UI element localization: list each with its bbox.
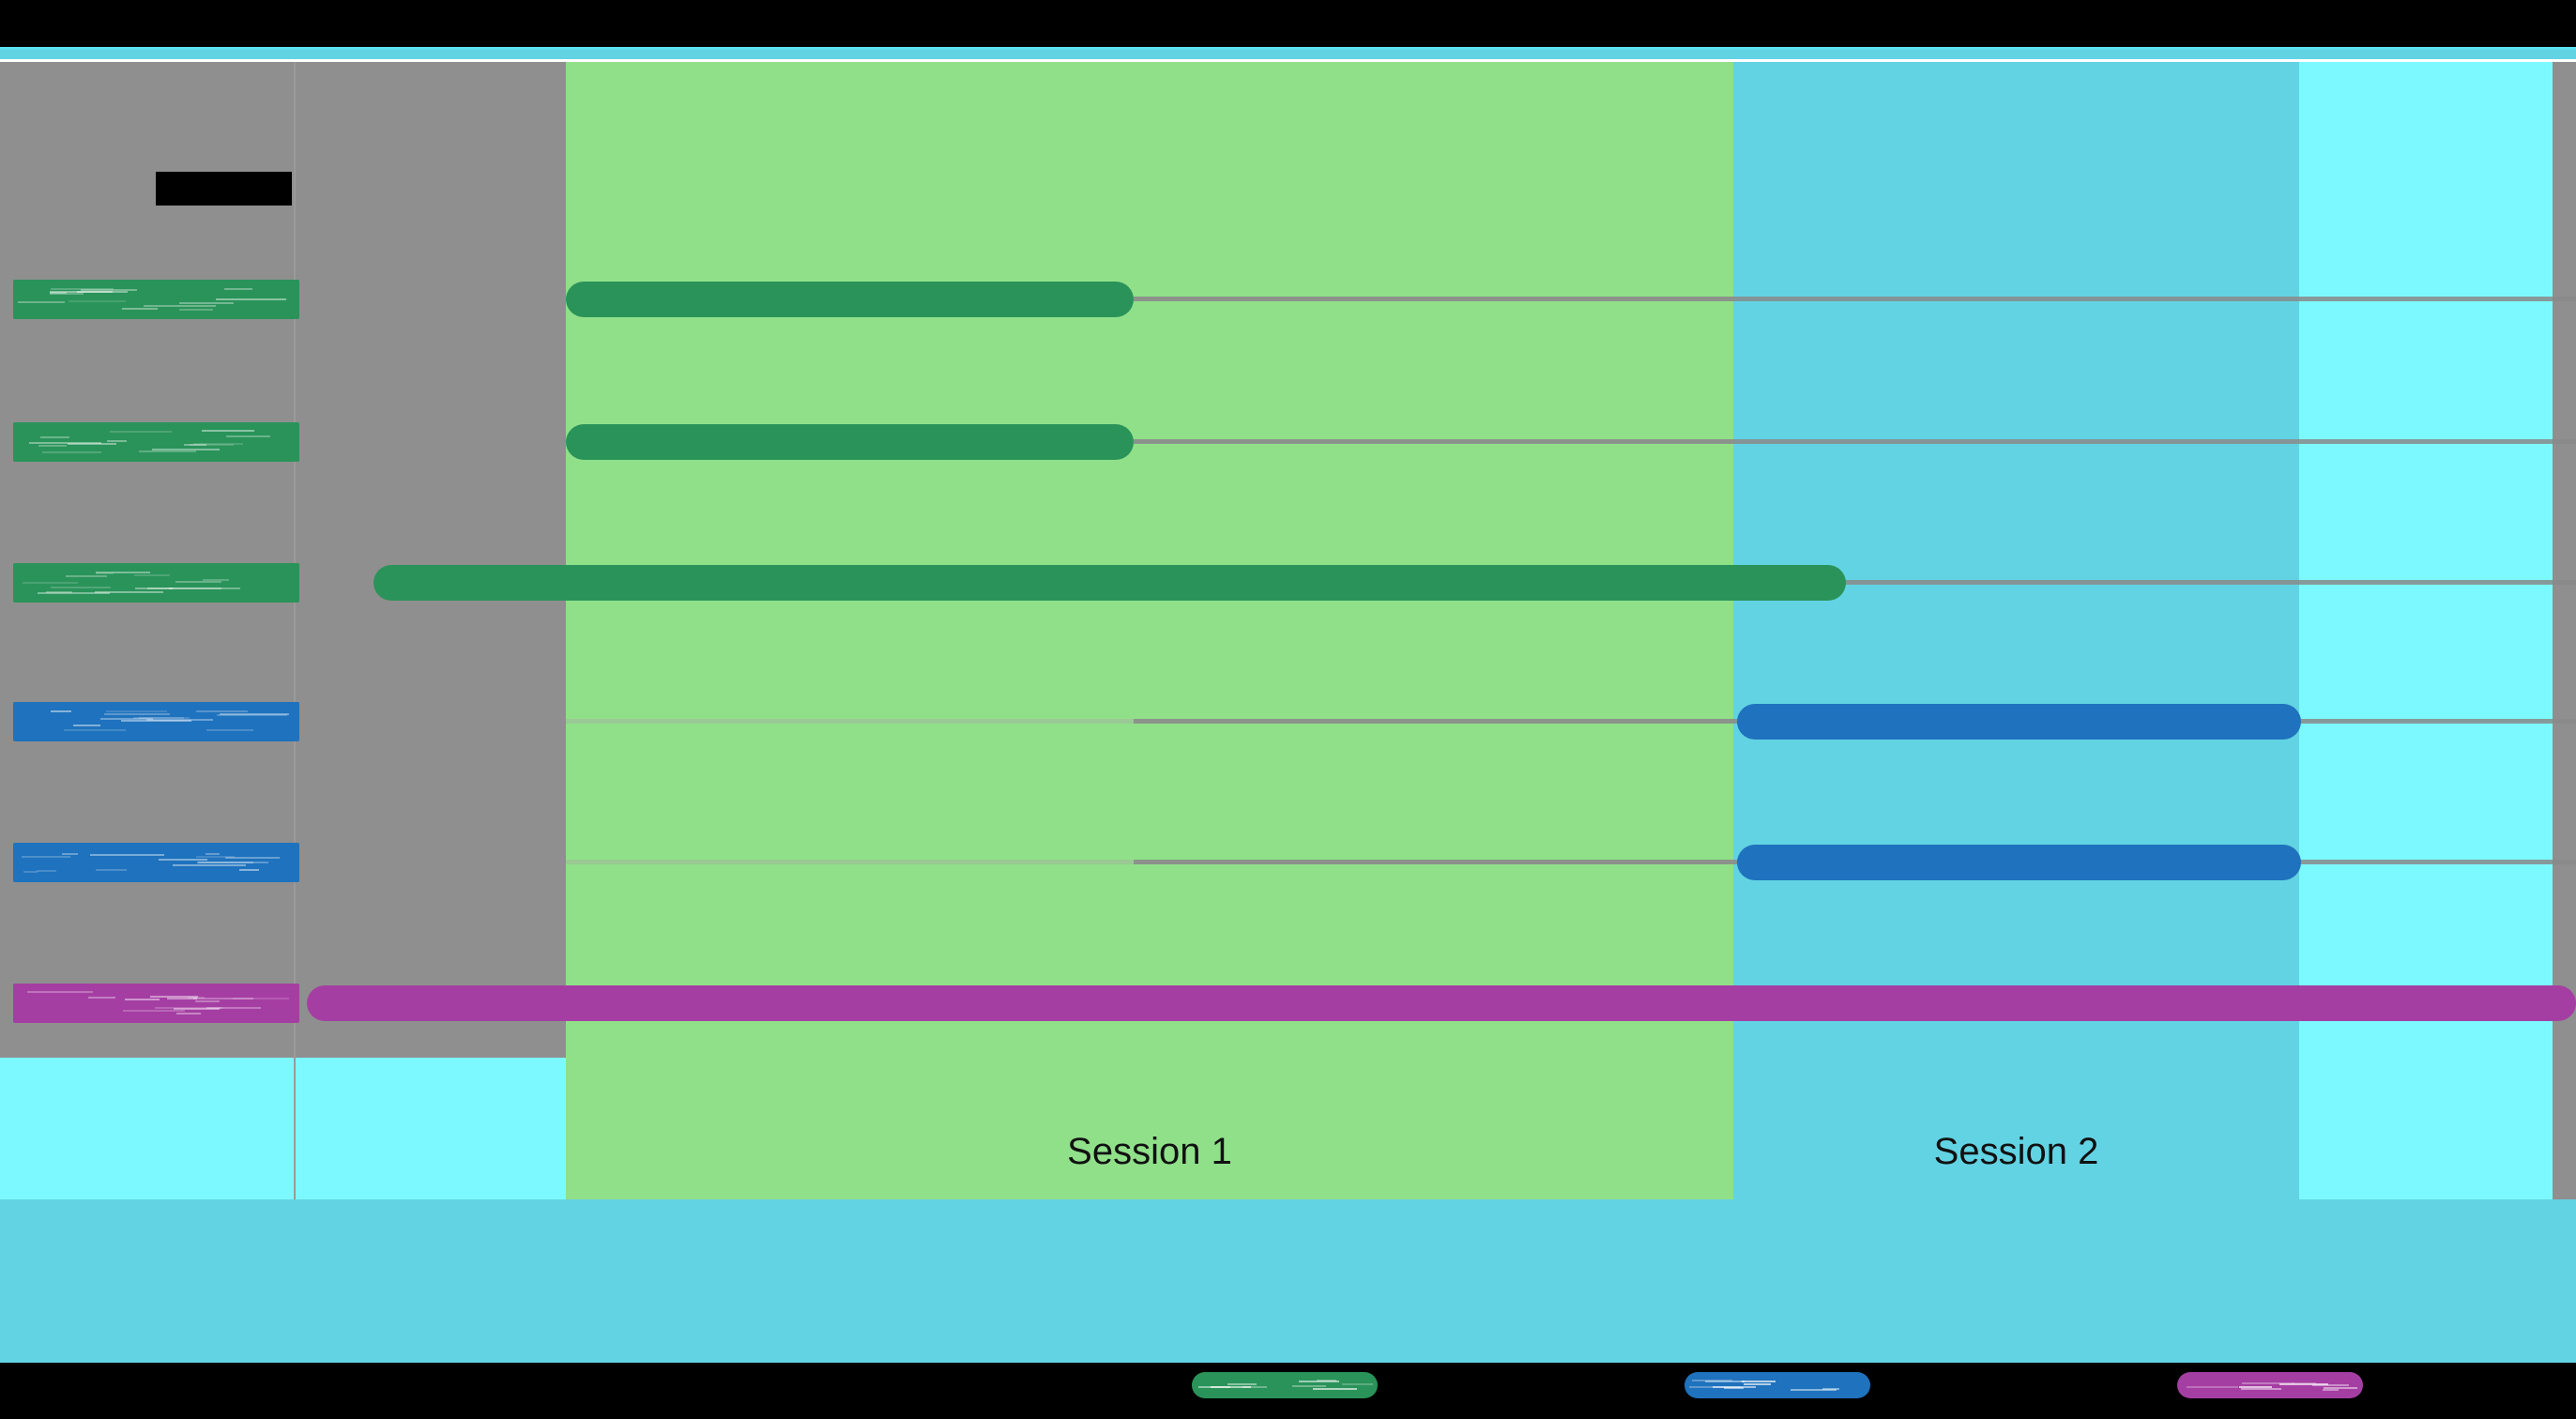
redacted-text-glyphs xyxy=(13,843,299,882)
row-label: [redacted-row-3] xyxy=(13,563,299,603)
label-column-divider xyxy=(294,62,296,1199)
top-rule-cyan xyxy=(0,50,2576,59)
chart-title: [redacted] xyxy=(156,172,292,206)
gantt-bar[interactable] xyxy=(307,985,2576,1021)
legend-item[interactable]: [redacted-legend-1] xyxy=(1192,1372,1378,1398)
session-band-2: Session 2 xyxy=(1733,62,2299,1199)
redacted-text-glyphs xyxy=(13,702,299,741)
left-gutter-footer xyxy=(0,1058,566,1199)
row-track-line xyxy=(1134,297,2576,301)
bottom-cyan-strip xyxy=(0,1199,2576,1363)
gantt-bar[interactable] xyxy=(1737,704,2301,740)
session-2-label: Session 2 xyxy=(1933,1131,2099,1172)
row-label: [redacted-row-4] xyxy=(13,702,299,741)
gantt-bar[interactable] xyxy=(373,565,1846,601)
chart-legend: [redacted-legend-1] [redacted-legend-2] [r… xyxy=(0,1363,2576,1419)
redacted-text-glyphs xyxy=(13,984,299,1023)
row-label: [redacted-row-5] xyxy=(13,843,299,882)
gantt-bar[interactable] xyxy=(566,282,1134,317)
redacted-text-glyphs xyxy=(13,422,299,462)
gantt-plot-area: Session 1 Session 2 [redacted-row-1] [red… xyxy=(0,62,2576,1199)
gantt-bar[interactable] xyxy=(566,424,1134,460)
session-band-3 xyxy=(2299,62,2553,1199)
row-track-line xyxy=(1134,439,2576,444)
top-rule-white xyxy=(0,59,2576,62)
redacted-text-glyphs xyxy=(13,563,299,603)
row-label: [redacted-row-1] xyxy=(13,280,299,319)
legend-item[interactable]: [redacted-legend-2] xyxy=(1684,1372,1870,1398)
row-label: [redacted-row-2] xyxy=(13,422,299,462)
legend-item[interactable]: [redacted-legend-3] xyxy=(2177,1372,2363,1398)
row-track-line xyxy=(1134,580,2576,585)
session-1-label: Session 1 xyxy=(1067,1131,1232,1172)
redacted-text-glyphs xyxy=(13,280,299,319)
gantt-bar[interactable] xyxy=(1737,845,2301,880)
row-label: [redacted-row-6] xyxy=(13,984,299,1023)
top-rule-thin xyxy=(0,47,2576,50)
session-band-1: Session 1 xyxy=(566,62,1733,1199)
